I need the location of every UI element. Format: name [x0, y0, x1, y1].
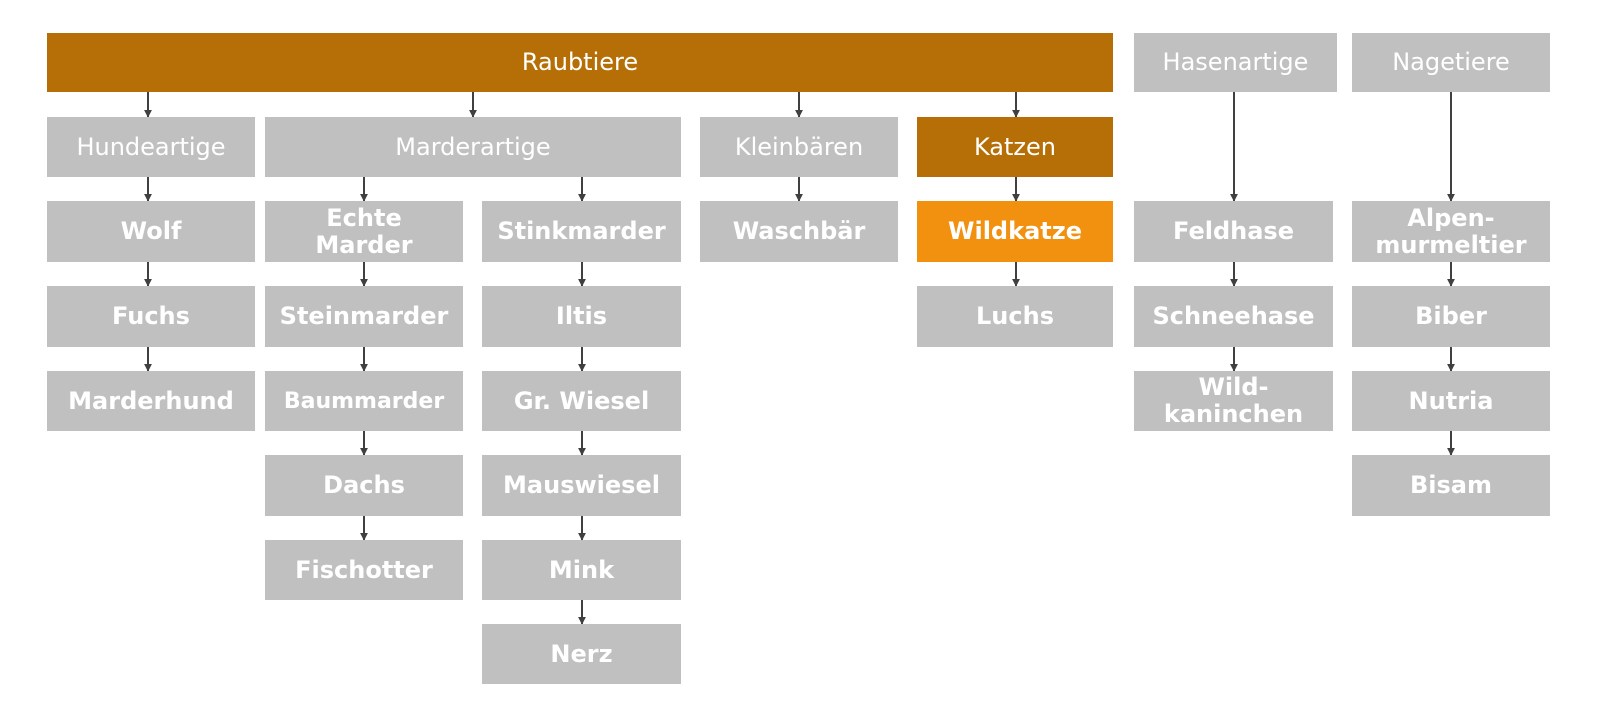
node-label-line: Wild- — [1198, 373, 1269, 401]
node-label: Stinkmarder — [497, 217, 666, 245]
node-label: Schneehase — [1152, 302, 1315, 330]
node-label: Feldhase — [1173, 217, 1294, 245]
node-label: Wildkatze — [948, 217, 1082, 245]
node-label: Raubtiere — [521, 48, 639, 76]
node-label: Nerz — [550, 639, 613, 668]
node-wildkatze: Wildkatze — [917, 201, 1113, 262]
node-steinmarder: Steinmarder — [265, 286, 463, 347]
node-biber: Biber — [1352, 286, 1550, 347]
node-label: Luchs — [976, 302, 1054, 330]
node-label: Gr. Wiesel — [513, 386, 650, 415]
node-dachs: Dachs — [265, 455, 463, 516]
node-wildkaninchen: Wild- kaninchen — [1134, 371, 1333, 431]
node-feldhase: Feldhase — [1134, 201, 1333, 262]
node-label: Kleinbären — [734, 132, 864, 161]
node-bisam: Bisam — [1352, 455, 1550, 516]
node-label: Nutria — [1408, 386, 1494, 415]
node-waschbaer: Waschbär — [700, 201, 898, 262]
node-stinkmarder: Stinkmarder — [482, 201, 681, 262]
node-label: Nagetiere — [1392, 48, 1510, 76]
node-label: Marderhund — [68, 386, 234, 415]
node-fischotter: Fischotter — [265, 540, 463, 600]
node-echte-marder: Echte Marder — [265, 201, 463, 262]
node-label-line: murmeltier — [1375, 230, 1527, 259]
node-gr-wiesel: Gr. Wiesel — [482, 371, 681, 431]
node-kleinbaeren: Kleinbären — [700, 117, 898, 177]
node-nagetiere: Nagetiere — [1352, 33, 1550, 92]
node-baummarder: Baummarder — [265, 371, 463, 431]
node-label: Katzen — [973, 132, 1056, 161]
node-marderartige: Marderartige — [265, 117, 681, 177]
node-label-line: Echte — [326, 203, 402, 232]
node-label-line: Marder — [315, 230, 413, 259]
node-label: Hundeartige — [76, 132, 226, 161]
node-wolf: Wolf — [47, 201, 255, 262]
node-label: Marderartige — [395, 132, 551, 161]
node-label: Wolf — [120, 217, 182, 245]
node-label: Biber — [1415, 302, 1487, 330]
node-label: Mink — [548, 555, 615, 584]
node-label: Baummarder — [283, 388, 445, 414]
node-label: Steinmarder — [279, 302, 449, 330]
node-fuchs: Fuchs — [47, 286, 255, 347]
node-label-line: Alpen- — [1407, 203, 1495, 232]
node-label: Iltis — [555, 302, 608, 330]
node-hasenartige: Hasenartige — [1134, 33, 1337, 92]
node-marderhund: Marderhund — [47, 371, 255, 431]
node-iltis: Iltis — [482, 286, 681, 347]
node-label: Fuchs — [112, 302, 190, 330]
node-label-multiline: Wild- kaninchen — [1164, 374, 1303, 428]
node-label-line: kaninchen — [1163, 400, 1304, 428]
node-label: Mauswiesel — [503, 471, 660, 499]
node-label: Hasenartige — [1162, 48, 1309, 76]
node-label: Fischotter — [295, 555, 433, 584]
node-alpenmurmeltier: Alpen- murmeltier — [1352, 201, 1550, 262]
node-hundeartige: Hundeartige — [47, 117, 255, 177]
node-label-multiline: Alpen- murmeltier — [1375, 203, 1527, 259]
node-label: Bisam — [1409, 471, 1492, 499]
node-luchs: Luchs — [917, 286, 1113, 347]
node-mink: Mink — [482, 540, 681, 600]
node-raubtiere: Raubtiere — [47, 33, 1113, 92]
node-label: Waschbär — [732, 217, 866, 245]
node-schneehase: Schneehase — [1134, 286, 1333, 347]
node-nutria: Nutria — [1352, 371, 1550, 431]
node-mauswiesel: Mauswiesel — [482, 455, 681, 516]
node-label-multiline: Echte Marder — [315, 203, 413, 259]
node-nerz: Nerz — [482, 624, 681, 684]
node-katzen: Katzen — [917, 117, 1113, 177]
node-label: Dachs — [323, 471, 405, 499]
